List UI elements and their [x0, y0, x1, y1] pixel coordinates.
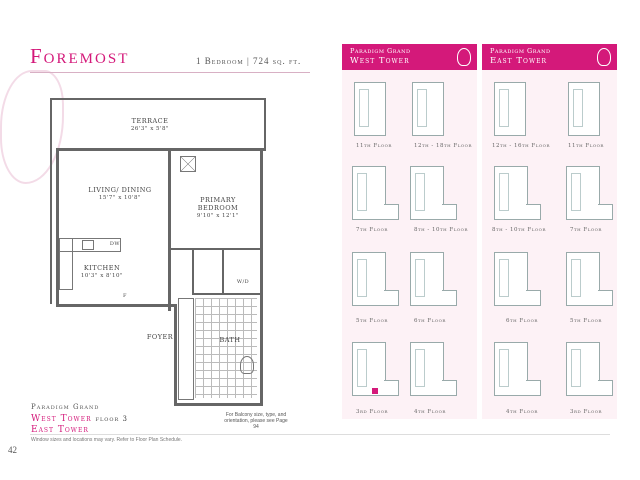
room-kitchen: Kitchen10'3" x 8'10" — [80, 264, 124, 279]
page-title: Foremost — [30, 44, 130, 68]
floor-label: 6th Floor — [414, 318, 446, 324]
wall — [192, 250, 194, 295]
east-panel-tower: East Tower — [490, 56, 548, 66]
fridge-label: F — [123, 293, 127, 299]
east-panel-header: Paradigm Grand East Tower — [482, 44, 617, 70]
east-tower-label: East Tower — [31, 425, 89, 435]
keyplan-thumbnail — [352, 166, 399, 220]
kitchen-counter — [59, 238, 73, 290]
footer-divider — [30, 434, 610, 435]
east-panel-brand: Paradigm Grand — [490, 47, 551, 55]
unit-subtitle: 1 Bedroom | 724 sq. ft. — [196, 56, 302, 66]
keyplan-thumbnail — [352, 342, 399, 396]
floor-number: floor 3 — [95, 415, 128, 423]
wall — [168, 151, 171, 311]
room-terrace: Terrace26'3" x 5'8" — [130, 117, 170, 132]
footnote: Window sizes and locations may vary. Ref… — [31, 437, 183, 443]
wall — [192, 293, 263, 295]
dishwasher-label: DW — [109, 241, 121, 247]
washer-dryer-label: W/D — [236, 279, 250, 285]
west-panel-tower: West Tower — [350, 56, 410, 66]
wall — [260, 148, 263, 406]
wall — [56, 148, 266, 151]
keyplan-thumbnail — [410, 342, 457, 396]
west-panel-brand: Paradigm Grand — [350, 47, 411, 55]
floor-label: 6th Floor — [506, 318, 538, 324]
page-number: 42 — [8, 445, 17, 455]
wall — [50, 98, 266, 100]
west-tower-floor: West Tower floor 3 — [31, 414, 128, 424]
keyplan-thumbnail — [566, 166, 613, 220]
floor-label: 7th Floor — [570, 227, 602, 233]
floor-label: 4th Floor — [506, 409, 538, 415]
brand-label: Paradigm Grand — [31, 403, 100, 411]
keyplan-thumbnail — [352, 252, 399, 306]
room-bath: Bath — [219, 336, 241, 344]
balcony-note: For Balcony size, type, and orientation,… — [224, 412, 288, 430]
keyplan-thumbnail — [410, 166, 457, 220]
mechanical-shaft-icon — [180, 156, 196, 172]
brand-logo-icon — [457, 48, 471, 66]
unit-highlight — [372, 388, 378, 394]
toilet-icon — [240, 356, 254, 374]
floor-label: 11th Floor — [356, 143, 392, 149]
sink-icon — [82, 240, 94, 250]
keyplan-thumbnail — [410, 252, 457, 306]
floor-label: 12th - 16th Floor — [492, 143, 550, 149]
floor-label: 8th - 10th Floor — [414, 227, 468, 233]
keyplan-thumbnail — [494, 342, 541, 396]
wall — [56, 304, 176, 307]
bath-floor-tile — [195, 298, 257, 398]
bathtub — [178, 298, 194, 400]
floor-label: 8th - 10th Floor — [492, 227, 546, 233]
floor-label: 11th Floor — [568, 143, 604, 149]
wall — [174, 304, 177, 406]
wall — [174, 403, 263, 406]
floor-label: 5th Floor — [356, 318, 388, 324]
floor-plan: Terrace26'3" x 5'8" Living/ Dining15'7" … — [50, 98, 266, 406]
floor-label: 3rd Floor — [356, 409, 389, 415]
room-living: Living/ Dining15'7" x 10'8" — [88, 186, 152, 201]
floor-label: 4th Floor — [414, 409, 446, 415]
keyplan-thumbnail — [494, 82, 526, 136]
decorative-swirl — [0, 70, 64, 184]
keyplan-thumbnail — [412, 82, 444, 136]
wall — [168, 248, 263, 250]
room-bedroom: Primary Bedroom9'10" x 12'1" — [196, 196, 240, 219]
east-tower-panel: Paradigm Grand East Tower 12th - 16th Fl… — [482, 44, 617, 419]
wall — [264, 98, 266, 148]
west-tower-panel: Paradigm Grand West Tower 11th Floor 12t… — [342, 44, 477, 419]
keyplan-thumbnail — [354, 82, 386, 136]
keyplan-thumbnail — [566, 252, 613, 306]
brand-logo-icon — [597, 48, 611, 66]
wall — [50, 98, 52, 304]
floor-label: 5th Floor — [570, 318, 602, 324]
floor-label: 3rd Floor — [570, 409, 603, 415]
wall — [222, 250, 224, 295]
west-tower-label: West Tower — [31, 414, 92, 424]
floor-label: 12th - 18th Floor — [414, 143, 472, 149]
keyplan-thumbnail — [566, 342, 613, 396]
west-panel-header: Paradigm Grand West Tower — [342, 44, 477, 70]
keyplan-thumbnail — [494, 252, 541, 306]
room-foyer: Foyer — [146, 333, 174, 341]
wall — [56, 148, 59, 306]
keyplan-thumbnail — [568, 82, 600, 136]
title-divider — [30, 72, 310, 73]
keyplan-thumbnail — [494, 166, 541, 220]
floor-label: 7th Floor — [356, 227, 388, 233]
